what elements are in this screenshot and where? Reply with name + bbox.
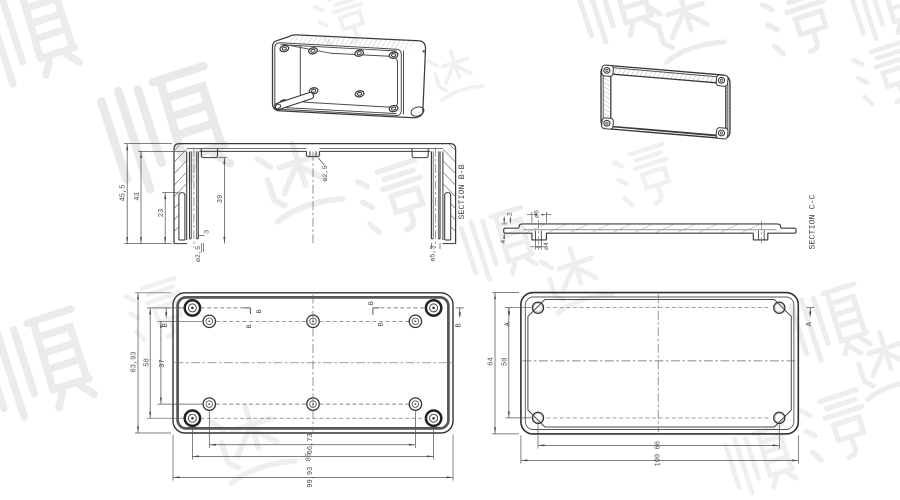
svg-text:43: 43 bbox=[134, 192, 142, 200]
svg-text:85: 85 bbox=[306, 453, 314, 461]
svg-text:ø2,5: ø2,5 bbox=[195, 246, 203, 262]
svg-text:ø2,5: ø2,5 bbox=[322, 165, 330, 181]
svg-text:2: 2 bbox=[507, 212, 515, 216]
svg-text:B: B bbox=[378, 322, 386, 326]
svg-text:37: 37 bbox=[159, 359, 167, 367]
svg-text:ø4: ø4 bbox=[543, 242, 550, 250]
svg-text:66: 66 bbox=[654, 441, 662, 449]
svg-text:63,93: 63,93 bbox=[130, 351, 138, 372]
svg-text:50: 50 bbox=[501, 358, 509, 366]
svg-text:B: B bbox=[246, 324, 254, 328]
svg-text:100: 100 bbox=[654, 454, 662, 467]
svg-text:39: 39 bbox=[217, 195, 225, 203]
svg-text:ø5,3: ø5,3 bbox=[429, 245, 437, 261]
svg-text:ø6: ø6 bbox=[534, 210, 541, 218]
svg-text:3: 3 bbox=[203, 230, 211, 234]
svg-text:64: 64 bbox=[487, 357, 495, 365]
svg-text:B: B bbox=[368, 301, 376, 305]
svg-text:50: 50 bbox=[144, 358, 152, 366]
svg-text:A: A bbox=[806, 321, 814, 326]
svg-text:SECTION B-B: SECTION B-B bbox=[457, 164, 467, 219]
svg-text:B: B bbox=[162, 323, 170, 327]
svg-text:23: 23 bbox=[158, 209, 166, 217]
svg-text:SECTION C-C: SECTION C-C bbox=[808, 194, 818, 249]
svg-text:B: B bbox=[456, 323, 464, 327]
svg-text:4: 4 bbox=[500, 240, 508, 244]
svg-text:99,93: 99,93 bbox=[307, 467, 315, 488]
svg-text:45,5: 45,5 bbox=[120, 185, 128, 202]
svg-text:B: B bbox=[256, 309, 264, 313]
svg-text:66,73: 66,73 bbox=[307, 433, 315, 454]
